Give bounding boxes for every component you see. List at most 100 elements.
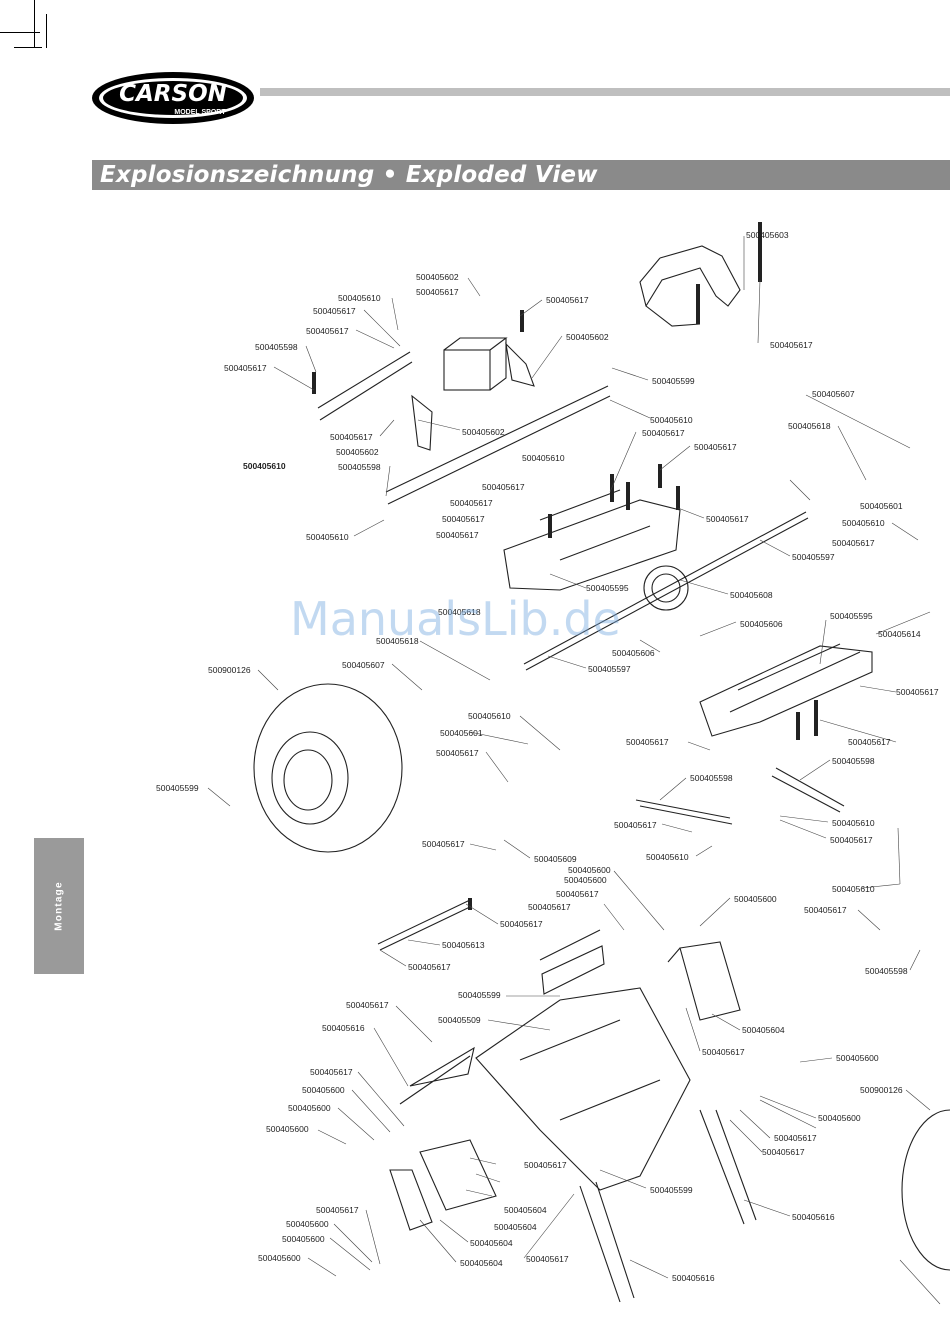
part-label: 500405618 xyxy=(438,607,481,617)
part-label: 500405602 xyxy=(566,332,609,342)
part-label: 500405617 xyxy=(626,737,669,747)
part-label: 500405617 xyxy=(642,428,685,438)
part-label: 500405609 xyxy=(534,854,577,864)
part-label: 500405604 xyxy=(742,1025,785,1035)
part-label: 500405617 xyxy=(848,737,891,747)
part-label: 500405610 xyxy=(842,518,885,528)
part-label: 500405617 xyxy=(500,919,543,929)
part-label: 500405604 xyxy=(460,1258,503,1268)
part-label: 500405607 xyxy=(342,660,385,670)
part-label: 500405599 xyxy=(652,376,695,386)
part-label: 500405600 xyxy=(818,1113,861,1123)
part-label: 500405595 xyxy=(830,611,873,621)
part-label: 500405598 xyxy=(255,342,298,352)
part-label: 500405617 xyxy=(702,1047,745,1057)
part-label: 500405617 xyxy=(706,514,749,524)
part-label: 500405614 xyxy=(878,629,921,639)
part-label: 500405600 xyxy=(286,1219,329,1229)
page-title: Explosionszeichnung • Exploded View xyxy=(100,162,598,188)
part-label: 500405598 xyxy=(338,462,381,472)
part-label: 500405617 xyxy=(408,962,451,972)
part-label: 500405617 xyxy=(436,748,479,758)
part-label: 500405601 xyxy=(440,728,483,738)
part-label: 500405600 xyxy=(568,865,611,875)
part-label: 500405610 xyxy=(832,818,875,828)
part-label: 500405598 xyxy=(832,756,875,766)
part-label: 500405610 xyxy=(468,711,511,721)
part-label: 500405600 xyxy=(266,1124,309,1134)
part-label: 500405617 xyxy=(316,1205,359,1215)
part-label: 500405617 xyxy=(330,432,373,442)
part-label: 500405597 xyxy=(588,664,631,674)
part-label: 500405599 xyxy=(156,783,199,793)
part-label: 500900126 xyxy=(860,1085,903,1095)
part-label: 500405610 xyxy=(646,852,689,862)
part-label: 500405617 xyxy=(313,306,356,316)
part-label: 500405617 xyxy=(694,442,737,452)
part-label: 500405600 xyxy=(282,1234,325,1244)
part-label: 500405617 xyxy=(804,905,847,915)
part-label: 500405602 xyxy=(416,272,459,282)
part-label: 500405597 xyxy=(792,552,835,562)
part-label: 500405610 xyxy=(338,293,381,303)
part-label: 500405600 xyxy=(734,894,777,904)
part-label: 500405617 xyxy=(436,530,479,540)
part-label: 500900126 xyxy=(208,665,251,675)
part-label: 500405598 xyxy=(865,966,908,976)
part-label: 500405603 xyxy=(746,230,789,240)
part-label: 500405602 xyxy=(336,447,379,457)
part-label: 500405604 xyxy=(494,1222,537,1232)
part-label: 500405617 xyxy=(346,1000,389,1010)
crop-mark-v xyxy=(46,14,47,48)
side-tab: Montage xyxy=(34,838,84,974)
part-label: 500405617 xyxy=(482,482,525,492)
part-label: 500405617 xyxy=(450,498,493,508)
part-label: 500405599 xyxy=(458,990,501,1000)
part-label: 500405600 xyxy=(302,1085,345,1095)
part-label: 500405617 xyxy=(832,538,875,548)
part-label: 500405616 xyxy=(322,1023,365,1033)
part-label: 500405610 xyxy=(243,461,286,471)
part-label: 500405617 xyxy=(422,839,465,849)
part-label: 500405617 xyxy=(526,1254,569,1264)
part-label: 500405604 xyxy=(470,1238,513,1248)
part-label: 500405606 xyxy=(740,619,783,629)
part-label: 500405617 xyxy=(770,340,813,350)
part-label: 500405618 xyxy=(788,421,831,431)
part-label: 500405601 xyxy=(860,501,903,511)
watermark: ManualsLib.de xyxy=(290,592,621,646)
part-label: 500405610 xyxy=(306,532,349,542)
part-label: 500405598 xyxy=(690,773,733,783)
part-label: 500405617 xyxy=(306,326,349,336)
part-label: 500405617 xyxy=(528,902,571,912)
part-label: 500405613 xyxy=(442,940,485,950)
part-label: 500405595 xyxy=(586,583,629,593)
part-label: 500405617 xyxy=(556,889,599,899)
part-label: 500405610 xyxy=(832,884,875,894)
part-label: 500405509 xyxy=(438,1015,481,1025)
title-banner: Explosionszeichnung • Exploded View xyxy=(92,160,950,190)
part-label: 500405600 xyxy=(288,1103,331,1113)
crop-mark-h xyxy=(0,32,40,33)
part-label: 500405610 xyxy=(650,415,693,425)
part-label: 500405618 xyxy=(376,636,419,646)
brand-text: CARSON xyxy=(119,81,227,107)
part-label: 500405617 xyxy=(416,287,459,297)
crop-mark-v xyxy=(34,0,35,48)
part-label: 500405607 xyxy=(812,389,855,399)
part-label: 500405610 xyxy=(522,453,565,463)
part-label: 500405600 xyxy=(258,1253,301,1263)
part-label: 500405606 xyxy=(612,648,655,658)
carson-logo: CARSON MODEL SPORT xyxy=(92,72,254,124)
part-label: 500405617 xyxy=(614,820,657,830)
part-label: 500405616 xyxy=(792,1212,835,1222)
part-label: 500405617 xyxy=(774,1133,817,1143)
part-label: 500405600 xyxy=(836,1053,879,1063)
part-label: 500405617 xyxy=(546,295,589,305)
part-label: 500405617 xyxy=(762,1147,805,1157)
header-rule xyxy=(260,88,950,96)
part-label: 500405617 xyxy=(896,687,939,697)
part-label: 500405617 xyxy=(224,363,267,373)
part-label: 500405602 xyxy=(462,427,505,437)
